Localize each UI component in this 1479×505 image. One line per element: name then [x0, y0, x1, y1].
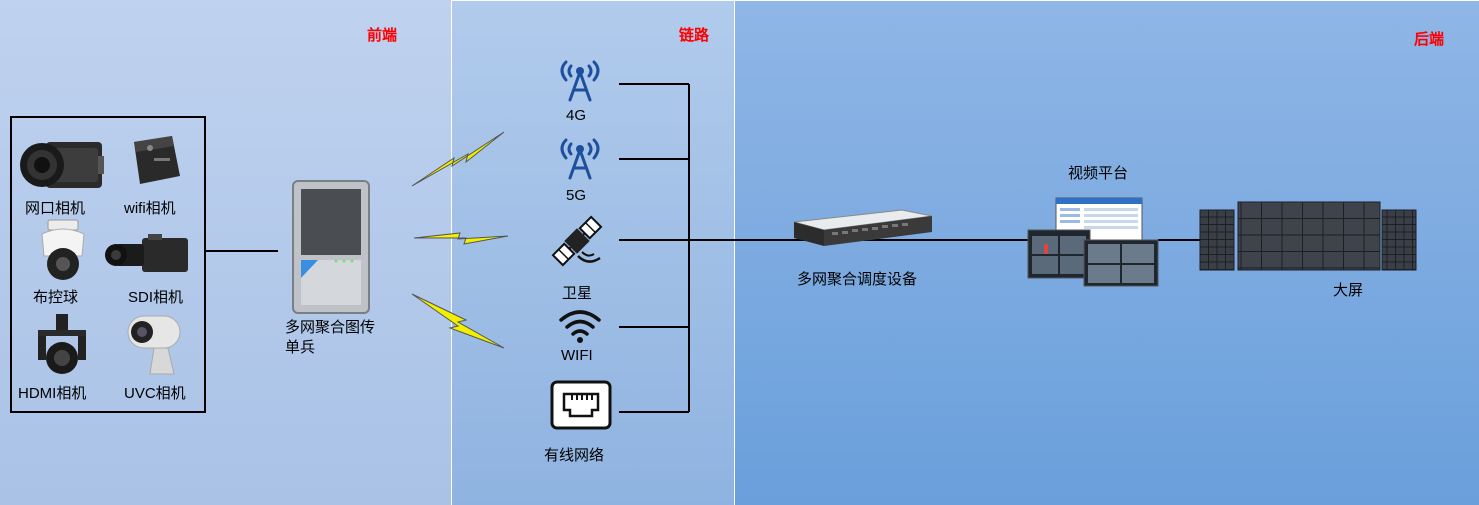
link-label: 5G — [566, 187, 587, 204]
link-label: 4G — [566, 107, 587, 124]
transmitter-label-line1: 多网聚合图传 — [285, 319, 376, 336]
cell-tower-icon — [560, 60, 600, 102]
lightning-icon — [411, 131, 505, 187]
camera-label: SDI相机 — [128, 289, 184, 306]
link-label: WIFI — [561, 347, 593, 364]
ethernet-port-icon — [550, 380, 612, 430]
industrial-camera-icon — [20, 142, 104, 188]
transmitter-device-icon — [292, 180, 370, 314]
satellite-icon — [551, 215, 603, 267]
server-device-icon — [793, 209, 933, 246]
camera-label: 布控球 — [33, 289, 79, 306]
platform-label: 视频平台 — [1068, 165, 1129, 182]
wifi-icon — [559, 310, 601, 343]
video-platform-icon — [1027, 197, 1159, 287]
back-end-title: 后端 — [1414, 31, 1445, 48]
big-screen-label: 大屏 — [1333, 282, 1364, 299]
camera-label: HDMI相机 — [18, 385, 87, 402]
link-label: 卫星 — [562, 285, 593, 302]
transmitter-label-line2: 单兵 — [285, 339, 316, 356]
camera-label: UVC相机 — [124, 385, 186, 402]
server-label: 多网聚合调度设备 — [797, 271, 918, 288]
box-camera-icon — [105, 234, 188, 272]
camera-label: wifi相机 — [124, 200, 176, 217]
webcam-icon — [127, 315, 181, 375]
camera-group — [10, 116, 206, 413]
link-title: 链路 — [679, 27, 710, 44]
video-wall-icon — [1199, 201, 1417, 271]
gimbal-camera-icon — [38, 314, 86, 374]
link-label: 有线网络 — [544, 447, 605, 464]
dome-camera-icon — [41, 219, 85, 280]
front-end-title: 前端 — [367, 27, 398, 44]
transmitter-label: 多网聚合图传 单兵 — [285, 318, 375, 358]
camera-label: 网口相机 — [25, 200, 86, 217]
lightning-icon — [411, 293, 505, 349]
cell-tower-icon — [560, 138, 600, 180]
wifi-camera-icon — [134, 136, 180, 184]
lightning-icon — [413, 232, 509, 245]
